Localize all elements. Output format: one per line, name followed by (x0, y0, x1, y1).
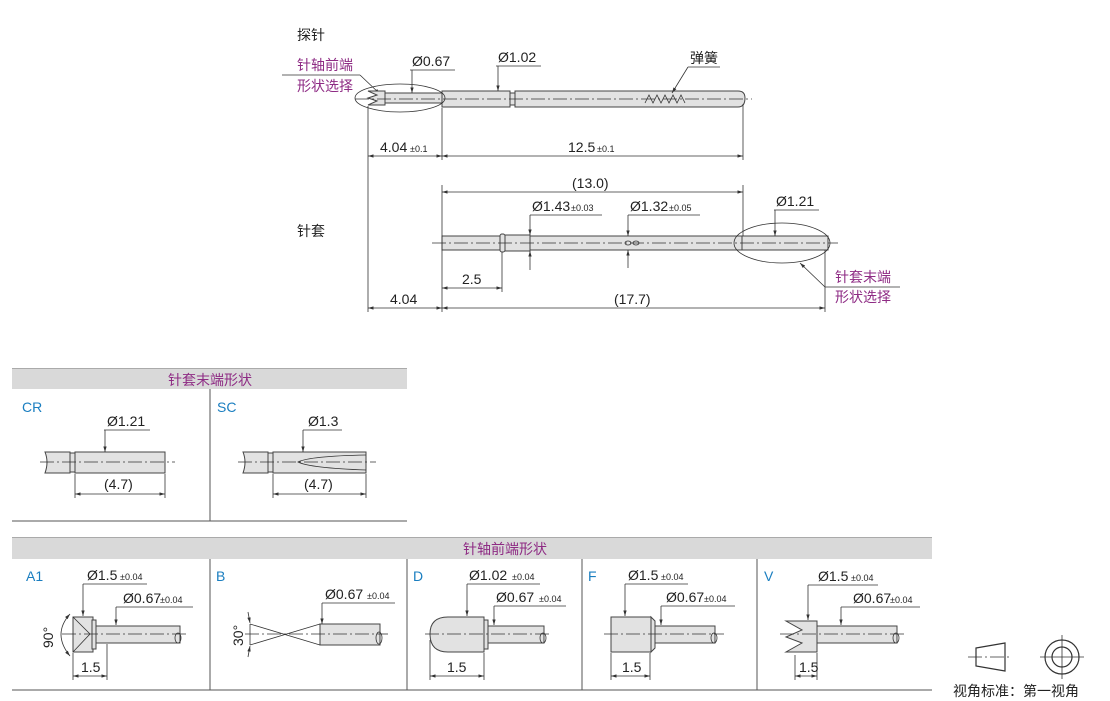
probe-drawing: 探针 针轴前端 形状选择 Ø0.67 Ø1.02 弹簧 4.04 ±0.1 12… (282, 27, 752, 312)
tip-length: 1.5 (622, 659, 642, 675)
probe-body-length-tolerance: ±0.1 (597, 144, 614, 154)
probe-title: 探针 (297, 27, 325, 43)
tip-v: V Ø1.5 ±0.04 Ø0.67 ±0.04 1.5 (764, 568, 920, 680)
tip-length: 1.5 (81, 659, 101, 675)
tip-shaft-diameter: Ø0.67 (123, 590, 161, 606)
shape-cr: CR Ø1.21 (4.7) (22, 399, 175, 498)
sleeve-collar-diameter-tolerance: ±0.03 (571, 203, 593, 213)
tip-shaft-diameter-tolerance: ±0.04 (704, 594, 726, 604)
probe-shaft-diameter: Ø0.67 (412, 53, 450, 69)
tip-head-diameter-tolerance: ±0.04 (851, 573, 873, 583)
tip-d: D Ø1.02 ±0.04 Ø0.67 ±0.04 1.5 (413, 567, 566, 680)
sleeve-body-diameter: Ø1.32 (630, 198, 668, 214)
shape-length: (4.7) (104, 476, 133, 492)
shape-sc: SC Ø1.3 (4.7) (217, 399, 376, 498)
tip-a1: A1 90° Ø1.5 ±0.04 Ø0.67 ±0.04 1.5 (26, 567, 193, 680)
shape-code: A1 (26, 568, 43, 584)
probe-barrel-diameter: Ø1.02 (498, 49, 536, 65)
tip-b: B 30° Ø0.67 ±0.04 (216, 568, 395, 658)
shape-code: SC (217, 399, 236, 415)
tip-shaft-diameter: Ø0.67 (853, 590, 891, 606)
tip-length: 1.5 (447, 659, 467, 675)
probe-tip-select-label-2: 形状选择 (297, 78, 353, 94)
sleeve-collar-length: 2.5 (462, 271, 482, 287)
sleeve-drawing: 针套 (13.0) Ø1.43 ±0.03 Ø1.32 ±0.05 Ø1.21 … (297, 175, 900, 312)
tip-head-diameter: Ø1.5 (628, 567, 659, 583)
sleeve-length-upper: (13.0) (572, 175, 609, 191)
sleeve-end-shapes-table: 针套末端形状 CR Ø1.21 (4.7) SC Ø1.3 (4.7 (12, 368, 407, 522)
shape-diameter: Ø1.3 (308, 413, 339, 429)
probe-tip-length: 4.04 (380, 139, 407, 155)
tip-head-diameter: Ø1.5 (818, 568, 849, 584)
shape-code: V (764, 568, 774, 584)
shape-length: (4.7) (304, 476, 333, 492)
tip-head-diameter-tolerance: ±0.04 (120, 572, 142, 582)
tip-angle: 30° (230, 625, 246, 646)
sleeve-collar-diameter: Ø1.43 (532, 198, 570, 214)
sleeve-end-diameter: Ø1.21 (776, 193, 814, 209)
shape-code: F (588, 568, 597, 584)
sleeve-end-select-label-1: 针套末端 (835, 269, 891, 285)
tip-angle: 90° (40, 627, 56, 648)
tip-shapes-title: 针轴前端形状 (463, 541, 547, 557)
tip-shaft-diameter: Ø0.67 (325, 586, 363, 602)
sleeve-total-length: (17.7) (614, 291, 651, 307)
sleeve-end-select-label-2: 形状选择 (835, 289, 891, 305)
shape-code: D (413, 568, 423, 584)
sleeve-end-shapes-title: 针套末端形状 (168, 372, 252, 388)
tip-shaft-diameter: Ø0.67 (666, 589, 704, 605)
shape-code: B (216, 568, 225, 584)
tip-head-diameter: Ø1.02 (469, 567, 507, 583)
sleeve-title: 针套 (297, 223, 325, 239)
sleeve-body-diameter-tolerance: ±0.05 (669, 203, 691, 213)
first-angle-projection-symbol: 视角标准：第一视角 (953, 635, 1084, 699)
tip-f: F Ø1.5 ±0.04 Ø0.67 ±0.04 1.5 (588, 567, 735, 680)
probe-body-length: 12.5 (568, 139, 595, 155)
shape-diameter: Ø1.21 (107, 413, 145, 429)
tip-head-diameter-tolerance: ±0.04 (661, 572, 683, 582)
tip-shapes-table: 针轴前端形状 A1 90° Ø1.5 ±0.04 Ø0.67 ±0.04 1.5 (12, 537, 932, 691)
tip-head-diameter: Ø1.5 (87, 567, 118, 583)
shape-code: CR (22, 399, 42, 415)
spring-label: 弹簧 (690, 50, 718, 66)
tip-shaft-diameter-tolerance: ±0.04 (160, 595, 182, 605)
tip-length: 1.5 (799, 659, 819, 675)
sleeve-offset-length: 4.04 (390, 291, 417, 307)
tip-shaft-diameter-tolerance: ±0.04 (539, 594, 561, 604)
projection-label: 视角标准：第一视角 (953, 683, 1079, 699)
tip-shaft-diameter-tolerance: ±0.04 (890, 595, 912, 605)
tip-shaft-diameter: Ø0.67 (496, 589, 534, 605)
tip-head-diameter-tolerance: ±0.04 (512, 572, 534, 582)
probe-tip-select-label-1: 针轴前端 (297, 57, 353, 73)
tip-shaft-diameter-tolerance: ±0.04 (367, 591, 389, 601)
probe-tip-length-tolerance: ±0.1 (410, 144, 427, 154)
